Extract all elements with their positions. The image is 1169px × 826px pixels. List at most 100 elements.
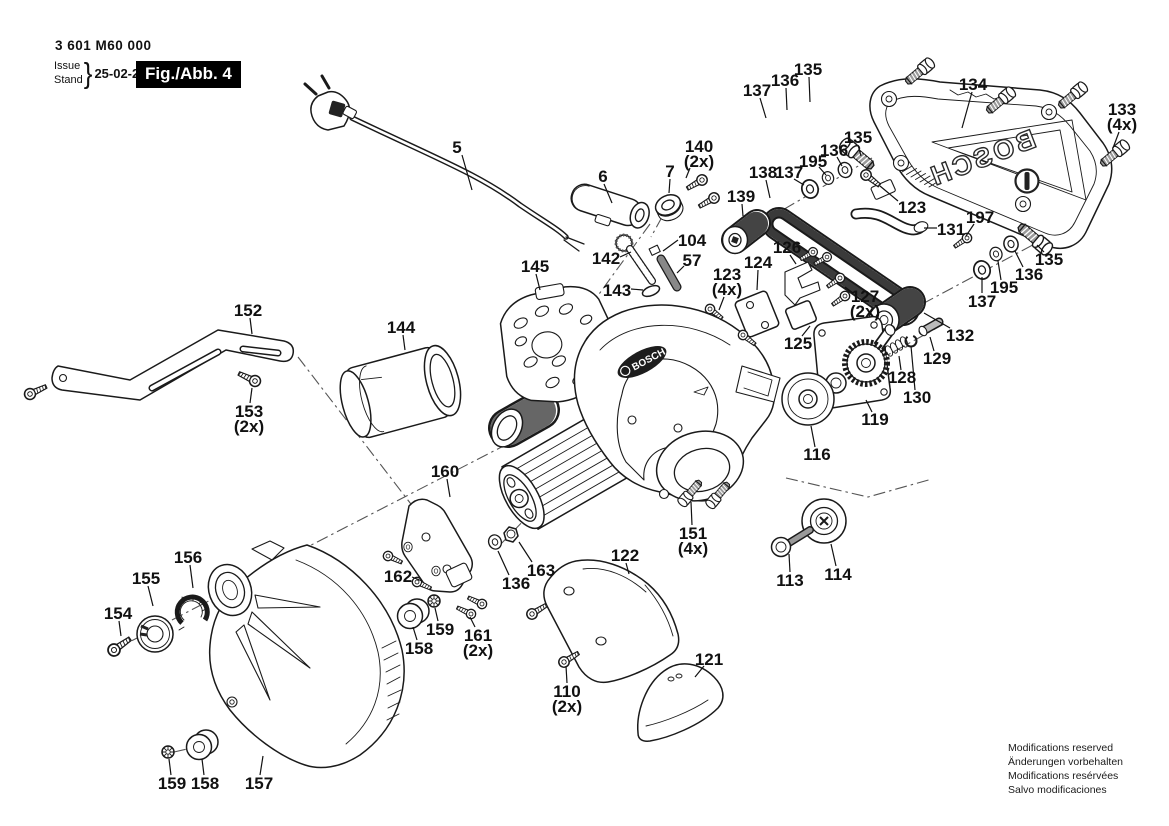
leader-line-121: [694, 665, 705, 678]
callout-113: 113: [776, 571, 803, 590]
callout-qty-140: (2x): [684, 152, 714, 171]
leader-line-163: [518, 541, 533, 563]
callout-128: 128: [888, 368, 916, 387]
callout-143: 143: [603, 281, 631, 300]
callout-121: 121: [695, 650, 723, 669]
callout-119: 119: [861, 410, 888, 429]
callout-qty-153: (2x): [234, 417, 264, 436]
note-line: Änderungen vorbehalten: [1008, 755, 1124, 768]
callout-qty-161: (2x): [463, 641, 493, 660]
leader-line-153: [249, 387, 253, 404]
callout-153: 153: [235, 402, 263, 421]
brace-glyph: }: [83, 56, 93, 90]
leader-line-160: [446, 478, 451, 498]
callout-161: 161: [464, 626, 492, 645]
part-outer-flange: [801, 498, 847, 544]
leader-line-136: [785, 87, 788, 111]
part-power-cord: [303, 74, 585, 252]
callout-142: 142: [592, 249, 620, 268]
part-guard-bracket: [524, 559, 680, 684]
leader-line-151: [690, 501, 693, 526]
callout-127: 127: [851, 287, 879, 306]
part-pin-143: [641, 284, 661, 298]
part-inner-flange: [781, 372, 835, 426]
callout-154: 154: [104, 604, 133, 623]
modifications-note: Modifications reserved Änderungen vorbeh…: [1008, 742, 1123, 797]
leader-line-145: [535, 273, 541, 291]
callout-116: 116: [803, 445, 830, 464]
callout-139: 139: [727, 187, 755, 206]
leader-line-129: [929, 336, 935, 352]
part-lock-lever: [850, 166, 975, 252]
callout-138: 138: [749, 163, 777, 182]
leader-line-162: [411, 576, 423, 582]
callout-135: 135: [1035, 250, 1063, 269]
callout-158: 158: [405, 639, 433, 658]
leader-line-6: [603, 183, 613, 204]
part-holding-bracket: [21, 329, 295, 403]
callout-197: 197: [966, 208, 994, 227]
leader-line-159: [168, 758, 172, 776]
leader-line-139: [741, 203, 744, 217]
callout-57: 57: [683, 251, 702, 270]
leader-line-159: [434, 607, 439, 622]
callout-125: 125: [784, 334, 812, 353]
stand-label: Stand: [54, 73, 83, 86]
leader-line-122: [625, 562, 630, 575]
callout-140: 140: [685, 137, 713, 156]
leader-line-136: [497, 550, 510, 576]
callout-151: 151: [679, 524, 707, 543]
callout-160: 160: [431, 462, 459, 481]
callout-7: 7: [665, 162, 674, 181]
leader-line-197: [965, 223, 975, 237]
callout-qty-151: (4x): [678, 539, 708, 558]
callout-qty-127: (2x): [850, 302, 880, 321]
leader-line-136: [836, 156, 843, 167]
callout-104: 104: [678, 231, 707, 250]
callout-6: 6: [598, 167, 607, 186]
leader-line-123: [879, 185, 899, 202]
leader-line-133: [1112, 131, 1120, 149]
figure-label: Fig./Abb. 4: [136, 61, 241, 88]
part-mounting-plate: [381, 498, 474, 594]
callout-136: 136: [502, 574, 530, 593]
leader-line-156: [189, 564, 194, 589]
callout-qty-133: (4x): [1107, 115, 1137, 134]
part-handle-tube: [570, 183, 650, 229]
leader-line-157: [259, 755, 264, 776]
callout-131: 131: [937, 220, 965, 239]
callout-156: 156: [174, 548, 202, 567]
callout-163: 163: [527, 561, 555, 580]
leader-line-134: [961, 91, 973, 129]
leader-line-154: [118, 620, 122, 637]
leader-line-116: [810, 425, 816, 448]
part-snap-ring: [174, 594, 210, 631]
part-spring: [884, 336, 909, 357]
callout-162: 162: [384, 567, 412, 586]
leader-line-140: [685, 167, 691, 179]
callout-157: 157: [245, 774, 273, 793]
leader-line-155: [147, 585, 154, 607]
callout-132: 132: [946, 326, 974, 345]
callout-158: 158: [191, 774, 219, 793]
callout-195: 195: [799, 152, 827, 171]
callout-159: 159: [158, 774, 186, 793]
leader-line-5: [461, 154, 473, 191]
callout-126: 126: [773, 238, 801, 257]
callout-195: 195: [990, 278, 1018, 297]
callout-110: 110: [553, 682, 580, 701]
part-main-housing: BOSCH: [573, 304, 781, 502]
leader-line-143: [630, 288, 644, 291]
part-pulley: [721, 209, 771, 255]
leader-line-152: [249, 317, 253, 335]
callout-133: 133: [1108, 100, 1136, 119]
part-adjusting-screw: [614, 233, 656, 285]
leader-line-113: [788, 553, 791, 573]
leader-line-158: [201, 758, 205, 776]
leader-line-137: [759, 97, 767, 119]
leader-line-135: [808, 76, 811, 103]
leader-line-137: [793, 178, 805, 186]
callout-5: 5: [452, 138, 461, 157]
